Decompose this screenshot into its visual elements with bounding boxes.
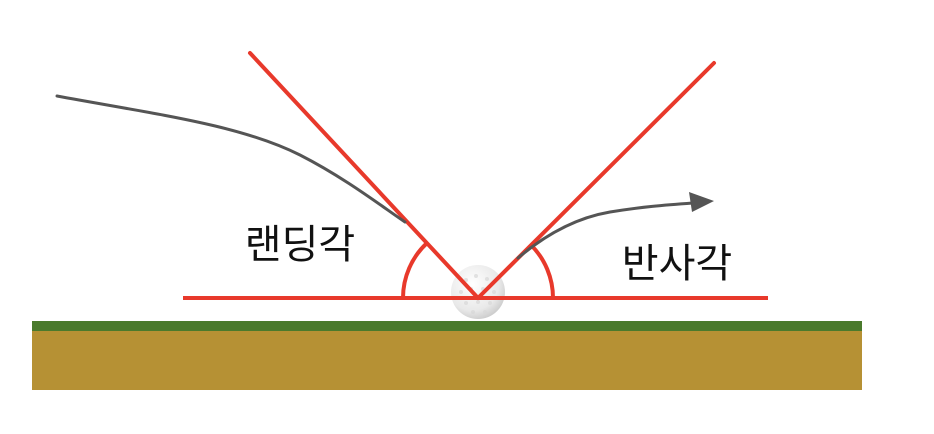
landing-line (248, 51, 480, 300)
outgoing-trajectory (516, 201, 695, 260)
landing-angle-label: 랜딩각 (245, 222, 355, 268)
arrowhead-icon (689, 192, 714, 212)
soil-block (32, 331, 862, 390)
landing-angle-arc (401, 241, 429, 299)
reflection-angle-label: 반사각 (622, 241, 732, 287)
incoming-trajectory (55, 94, 407, 224)
golf-ball-icon (451, 265, 505, 319)
grass-strip (32, 321, 862, 331)
reflection-angle-arc (529, 243, 555, 299)
